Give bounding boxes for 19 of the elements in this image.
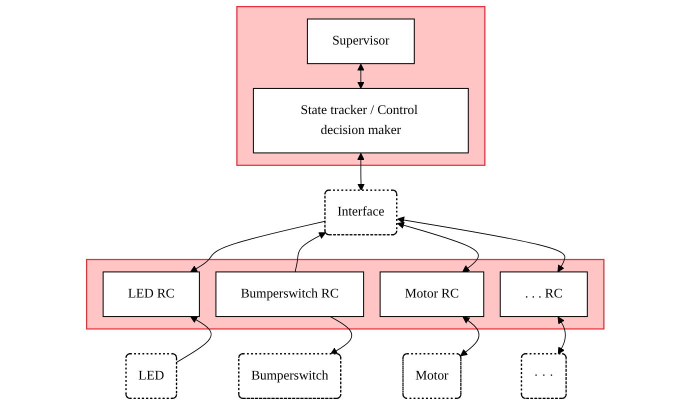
arrow: [557, 316, 566, 354]
cluster: [236, 6, 486, 166]
node-box: [500, 271, 588, 318]
node-box: [215, 271, 364, 318]
arrow: [396, 216, 566, 272]
node-box: [252, 88, 469, 154]
node-box: [379, 271, 484, 318]
arrow: [190, 220, 326, 272]
arrow: [460, 316, 480, 356]
cluster: [86, 258, 604, 330]
arrow: [176, 316, 212, 362]
node-box: [102, 271, 200, 318]
arrow: [396, 222, 479, 272]
block-diagram: Supervisor State tracker / Control decision maker Interface LED RC Bumperswitch RC Motor RC . . . RC LED Bumperswitch Motor · · ·: [80, 0, 610, 405]
node-box: [306, 18, 415, 64]
arrow: [356, 64, 364, 89]
arrow: [294, 232, 326, 272]
arrow: [330, 316, 352, 354]
arrow: [356, 152, 364, 191]
